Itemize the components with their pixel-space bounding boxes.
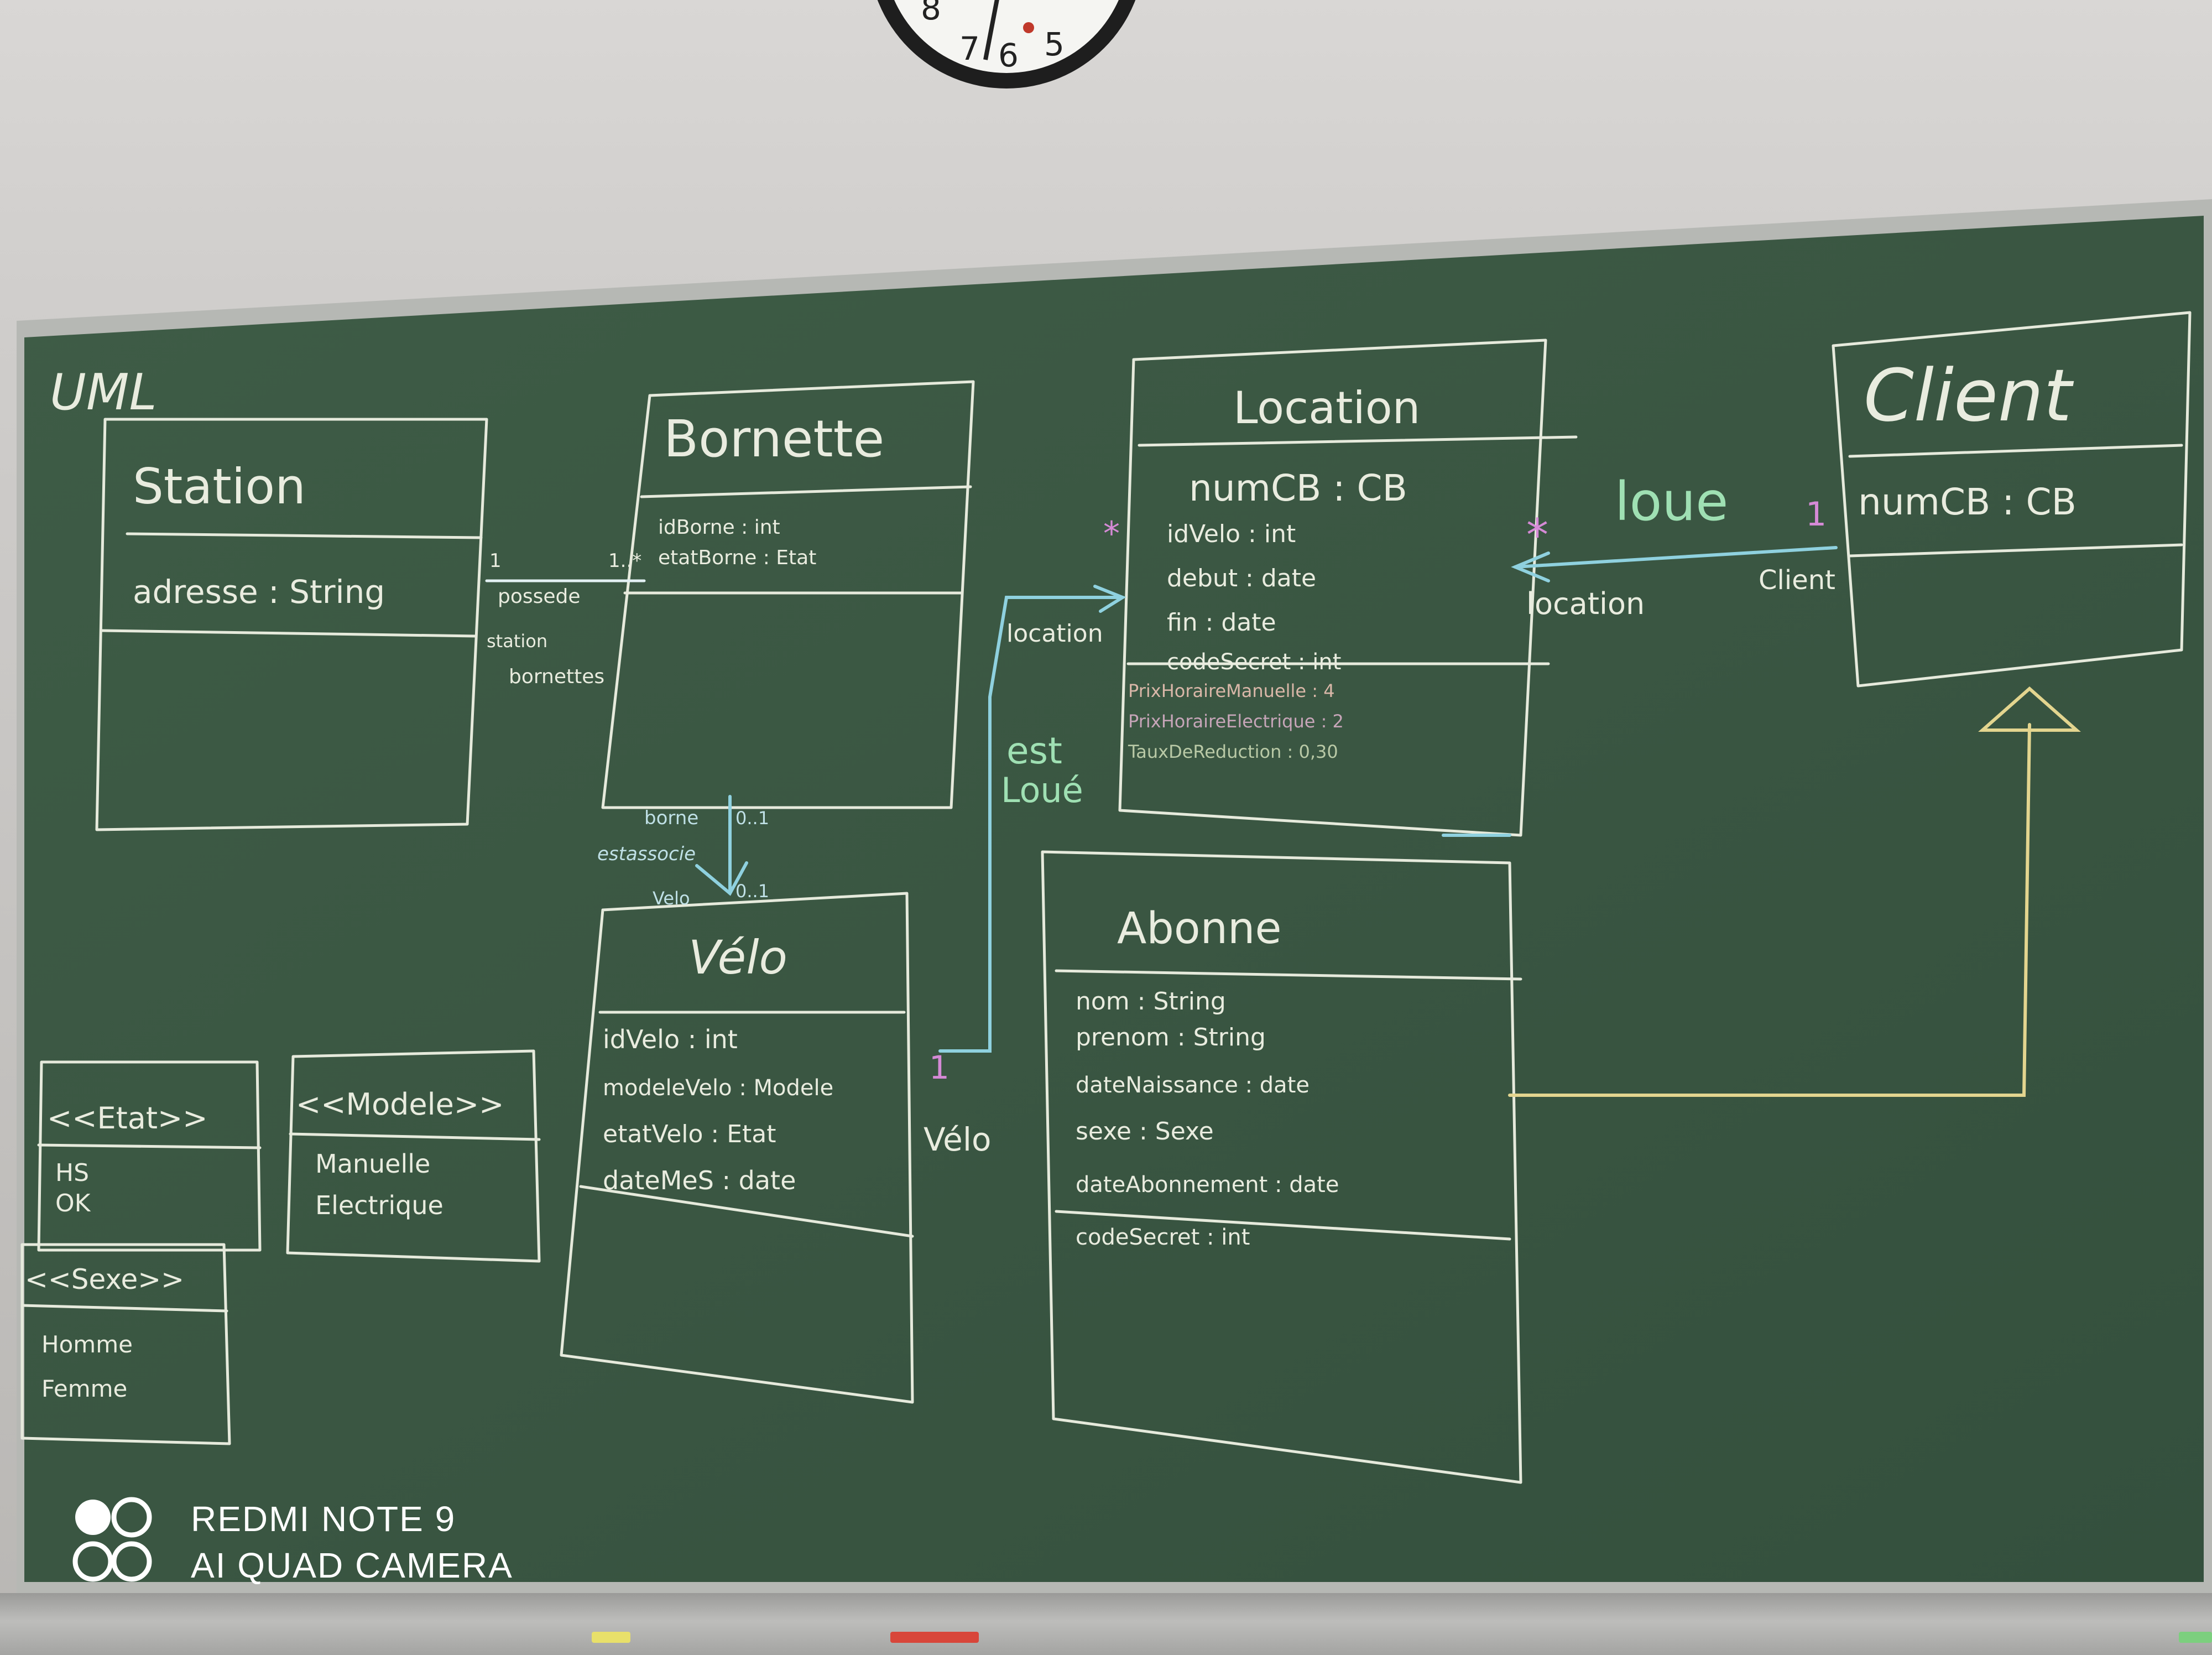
location-note-taux: TauxDeReduction : 0,30 xyxy=(1128,741,1338,762)
clock-number-6: 6 xyxy=(998,37,1019,74)
location-attr-idvelo: idVelo : int xyxy=(1167,520,1296,548)
bornette-attr-idborne: idBorne : int xyxy=(658,516,780,539)
class-station-name: Station xyxy=(133,458,306,515)
clock-number-8: 8 xyxy=(921,0,941,27)
class-location-name: Location xyxy=(1233,382,1420,434)
assoc-loue-mult-location: * xyxy=(1526,509,1548,561)
watermark-device-name: REDMI NOTE 9 xyxy=(191,1499,456,1539)
assoc-estloue-role-velo: Vélo xyxy=(924,1121,991,1158)
enum-sexe-box xyxy=(20,1243,231,1445)
velo-attr-modele: modeleVelo : Modele xyxy=(603,1075,833,1101)
clock-number-5: 5 xyxy=(1044,25,1065,63)
camera-watermark: REDMI NOTE 9 AI QUAD CAMERA xyxy=(72,1496,570,1596)
location-attr-codesecret: codeSecret : int xyxy=(1167,649,1341,675)
assoc-estassocie-role-borne: borne xyxy=(644,807,698,829)
assoc-possede-mult-bornettes: 1..* xyxy=(608,550,641,572)
enum-modele-name: <<Modele>> xyxy=(296,1087,504,1122)
class-velo-box xyxy=(560,892,914,1404)
location-note-prix-manuelle: PrixHoraireManuelle : 4 xyxy=(1128,680,1335,701)
camera-logo-icon xyxy=(72,1496,155,1585)
assoc-possede-role-bornettes: bornettes xyxy=(509,665,604,688)
watermark-camera-name: AI QUAD CAMERA xyxy=(191,1545,513,1585)
location-attr-debut: debut : date xyxy=(1167,564,1316,592)
enum-sexe-name: <<Sexe>> xyxy=(25,1263,184,1295)
chalk-piece-yellow[interactable] xyxy=(592,1632,630,1643)
class-bornette-box xyxy=(601,380,975,809)
enum-modele-value-electrique: Electrique xyxy=(315,1190,444,1220)
station-attr-adresse: adresse : String xyxy=(133,573,385,611)
client-attr-numcb: numCB : CB xyxy=(1858,481,2077,523)
assoc-estassocie-mult-velo: 0..1 xyxy=(735,881,769,902)
enum-etat-value-ok: OK xyxy=(55,1189,91,1217)
blackboard: UML Station adresse : String Bornette id… xyxy=(17,199,2212,1593)
assoc-loue-mult-client: 1 xyxy=(1806,495,1827,534)
abonne-attr-nom: nom : String xyxy=(1076,987,1226,1016)
assoc-estassocie-label: estassocie xyxy=(597,843,696,865)
bornette-attr-etatborne: etatBorne : Etat xyxy=(658,547,816,569)
abonne-attr-prenom: prenom : String xyxy=(1076,1023,1266,1052)
class-location-box xyxy=(1118,339,1547,837)
assoc-estloue-label-line1: est xyxy=(1006,730,1062,772)
chalk-piece-green[interactable] xyxy=(2179,1632,2212,1643)
location-attr-numcb: numCB : CB xyxy=(1189,467,1407,509)
enum-modele-value-manuelle: Manuelle xyxy=(315,1149,430,1179)
abonne-attr-datenaissance: dateNaissance : date xyxy=(1076,1073,1310,1098)
assoc-loue-label: loue xyxy=(1615,471,1728,533)
class-abonne-box xyxy=(1041,850,1522,1484)
assoc-possede-mult-station: 1 xyxy=(489,550,502,572)
assoc-possede-role-station: station xyxy=(487,631,547,652)
class-station-box xyxy=(95,418,488,831)
velo-attr-etat: etatVelo : Etat xyxy=(603,1120,776,1148)
abonne-attr-codesecret: codeSecret : int xyxy=(1076,1225,1250,1250)
velo-attr-datemes: dateMeS : date xyxy=(603,1165,796,1195)
class-velo-name: Vélo xyxy=(688,930,787,985)
abonne-attr-sexe: sexe : Sexe xyxy=(1076,1117,1214,1146)
class-client-box xyxy=(1832,311,2192,688)
chalk-tray xyxy=(0,1593,2212,1655)
enum-modele-box xyxy=(286,1049,541,1263)
assoc-loue-role-location: location xyxy=(1526,586,1645,621)
assoc-estassocie-role-velo: Velo xyxy=(653,888,690,909)
enum-etat-name: <<Etat>> xyxy=(47,1101,208,1136)
enum-etat-box xyxy=(37,1060,262,1252)
assoc-estloue-mult-location: * xyxy=(1103,514,1120,553)
class-client-name: Client xyxy=(1864,353,2074,438)
assoc-possede-label: possede xyxy=(498,585,581,608)
location-note-prix-electrique: PrixHoraireElectrique : 2 xyxy=(1128,711,1344,732)
assoc-loue-role-client: Client xyxy=(1759,565,1835,596)
velo-attr-idvelo: idVelo : int xyxy=(603,1024,738,1054)
assoc-estloue-mult-velo: 1 xyxy=(929,1049,950,1086)
enum-sexe-value-homme: Homme xyxy=(41,1331,133,1358)
assoc-estloue-label-line2: Loué xyxy=(1001,770,1083,810)
class-abonne-name: Abonne xyxy=(1117,904,1281,954)
clock-number-7: 7 xyxy=(959,30,980,67)
assoc-estassocie-mult-borne: 0..1 xyxy=(735,808,769,829)
location-attr-fin: fin : date xyxy=(1167,608,1276,637)
class-bornette-name: Bornette xyxy=(664,409,884,469)
board-heading: UML xyxy=(50,363,157,421)
chalk-piece-red[interactable] xyxy=(890,1632,979,1643)
wall-clock: 8 7 6 5 xyxy=(863,0,1150,100)
enum-sexe-value-femme: Femme xyxy=(41,1375,127,1402)
abonne-attr-dateabonnement: dateAbonnement : date xyxy=(1076,1172,1339,1198)
assoc-estloue-role-location: location xyxy=(1006,620,1103,648)
enum-etat-value-hs: HS xyxy=(55,1159,89,1187)
